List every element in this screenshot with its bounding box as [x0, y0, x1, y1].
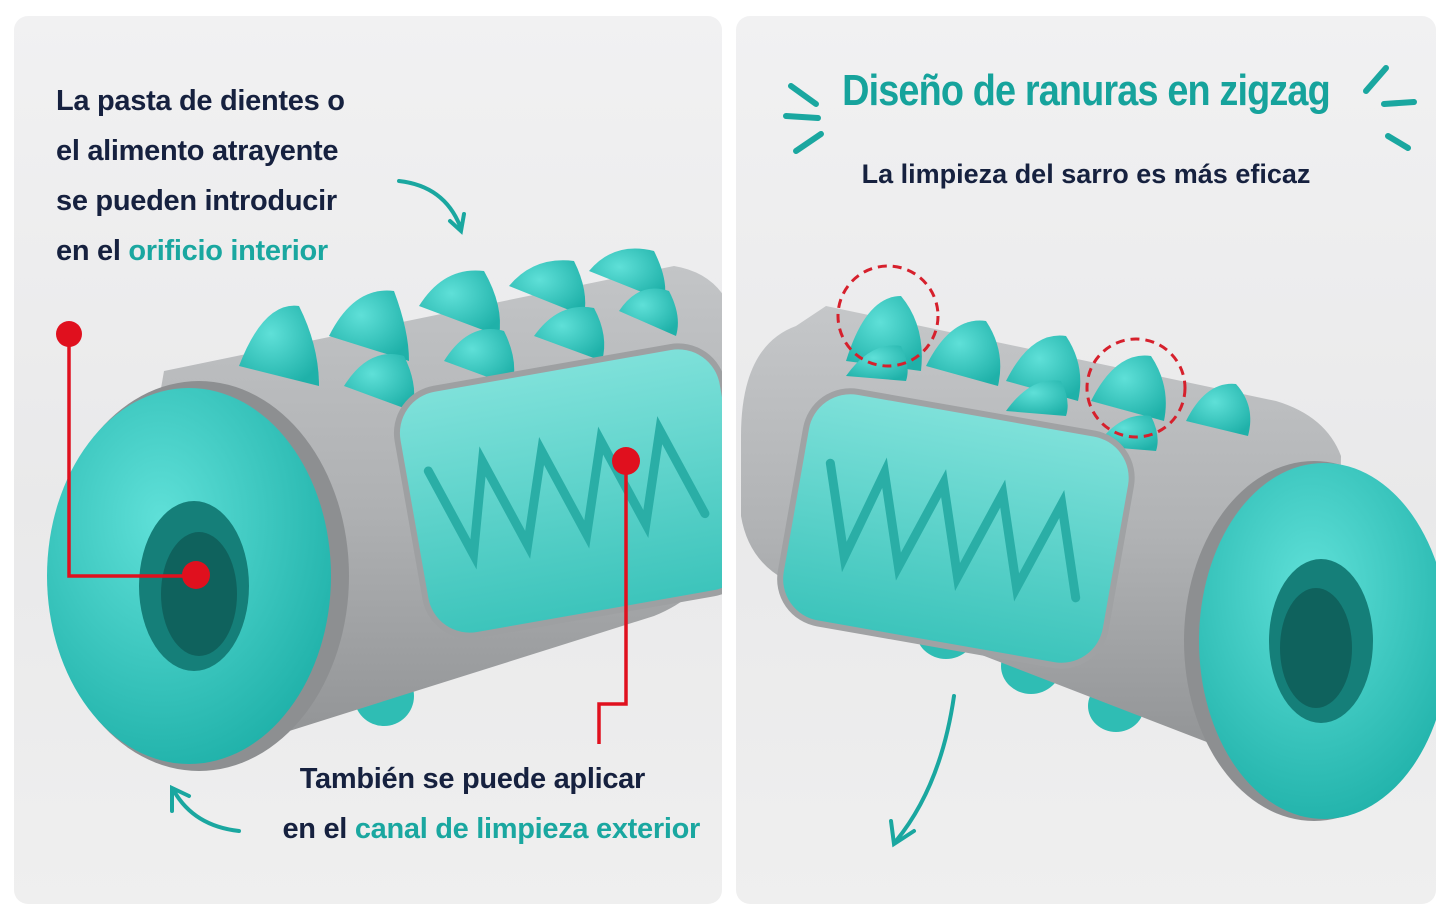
caption-line: en el orificio interior	[56, 226, 345, 276]
left-top-caption: La pasta de dientes o el alimento atraye…	[56, 76, 345, 276]
curved-arrow-icon	[170, 179, 466, 833]
caption-highlight: orificio interior	[128, 235, 328, 267]
subtitle: La limpieza del sarro es más eficaz	[861, 159, 1311, 189]
caption-highlight: canal de limpieza exterior	[354, 813, 700, 845]
cleaning-channel	[777, 388, 1135, 669]
cleaning-channel	[393, 343, 722, 639]
red-pointer-icon	[67, 336, 628, 744]
top-spikes	[239, 248, 678, 411]
caption-line: el alimento atrayente	[56, 135, 339, 167]
channel-zigzag	[825, 457, 1081, 603]
left-bottom-caption: También se puede aplicar en el canal de …	[282, 754, 700, 854]
caption-prefix: en el	[56, 235, 129, 267]
caption-line: La pasta de dientes o	[56, 85, 345, 117]
right-product-panel: Diseño de ranuras en zigzag La limpieza …	[736, 16, 1436, 904]
dashed-circle-icon	[836, 264, 1187, 439]
channel-zigzag	[423, 416, 710, 570]
caption-line: se pueden introducir	[56, 185, 337, 217]
caption-prefix: en el	[282, 813, 355, 845]
sparkle-lines-icon	[783, 65, 1417, 154]
caption-line: También se puede aplicar	[299, 763, 646, 795]
caption-line: en el canal de limpieza exterior	[282, 804, 700, 854]
curved-arrow-icon	[889, 694, 956, 848]
page-title: Diseño de ranuras en zigzag	[842, 66, 1331, 115]
right-toy-illustration	[741, 65, 1436, 848]
left-toy-illustration	[47, 179, 722, 833]
left-product-panel: La pasta de dientes o el alimento atraye…	[14, 16, 722, 904]
top-spikes	[846, 296, 1251, 451]
